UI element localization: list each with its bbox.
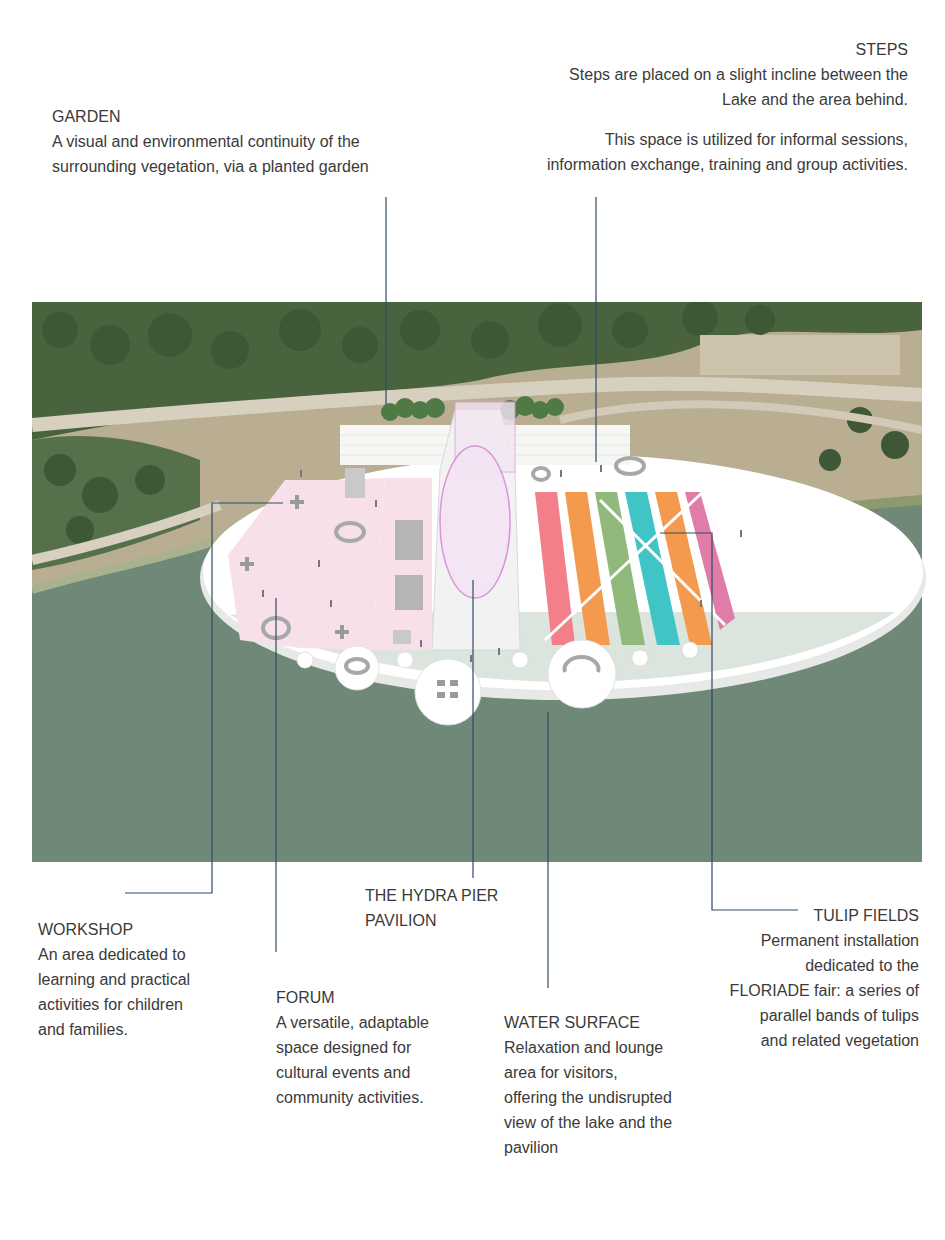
callout-text: An area dedicated to learning and practi… (38, 942, 196, 1042)
callout-heading: TULIP FIELDS (729, 903, 919, 928)
callout-heading: FORUM (276, 985, 446, 1010)
callout-text: Steps are placed on a slight incline bet… (543, 62, 908, 112)
callout-text: A visual and environmental continuity of… (52, 129, 432, 179)
callout-text: Relaxation and lounge area for visitors,… (504, 1035, 674, 1160)
callout-heading: GARDEN (52, 104, 432, 129)
callout-heading: THE HYDRA PIER PAVILION (365, 883, 515, 933)
pier-platform (200, 396, 926, 725)
aerial-photo (32, 302, 922, 862)
callout-text: Permanent installation dedicated to the … (729, 928, 919, 1053)
callout-heading: STEPS (548, 37, 908, 62)
callout-heading: WORKSHOP (38, 917, 198, 942)
callout-heading: WATER SURFACE (504, 1010, 684, 1035)
callout-text: This space is utilized for informal sess… (543, 127, 908, 177)
leader-lines (125, 197, 798, 988)
callout-text: A versatile, adaptable space designed fo… (276, 1010, 441, 1110)
